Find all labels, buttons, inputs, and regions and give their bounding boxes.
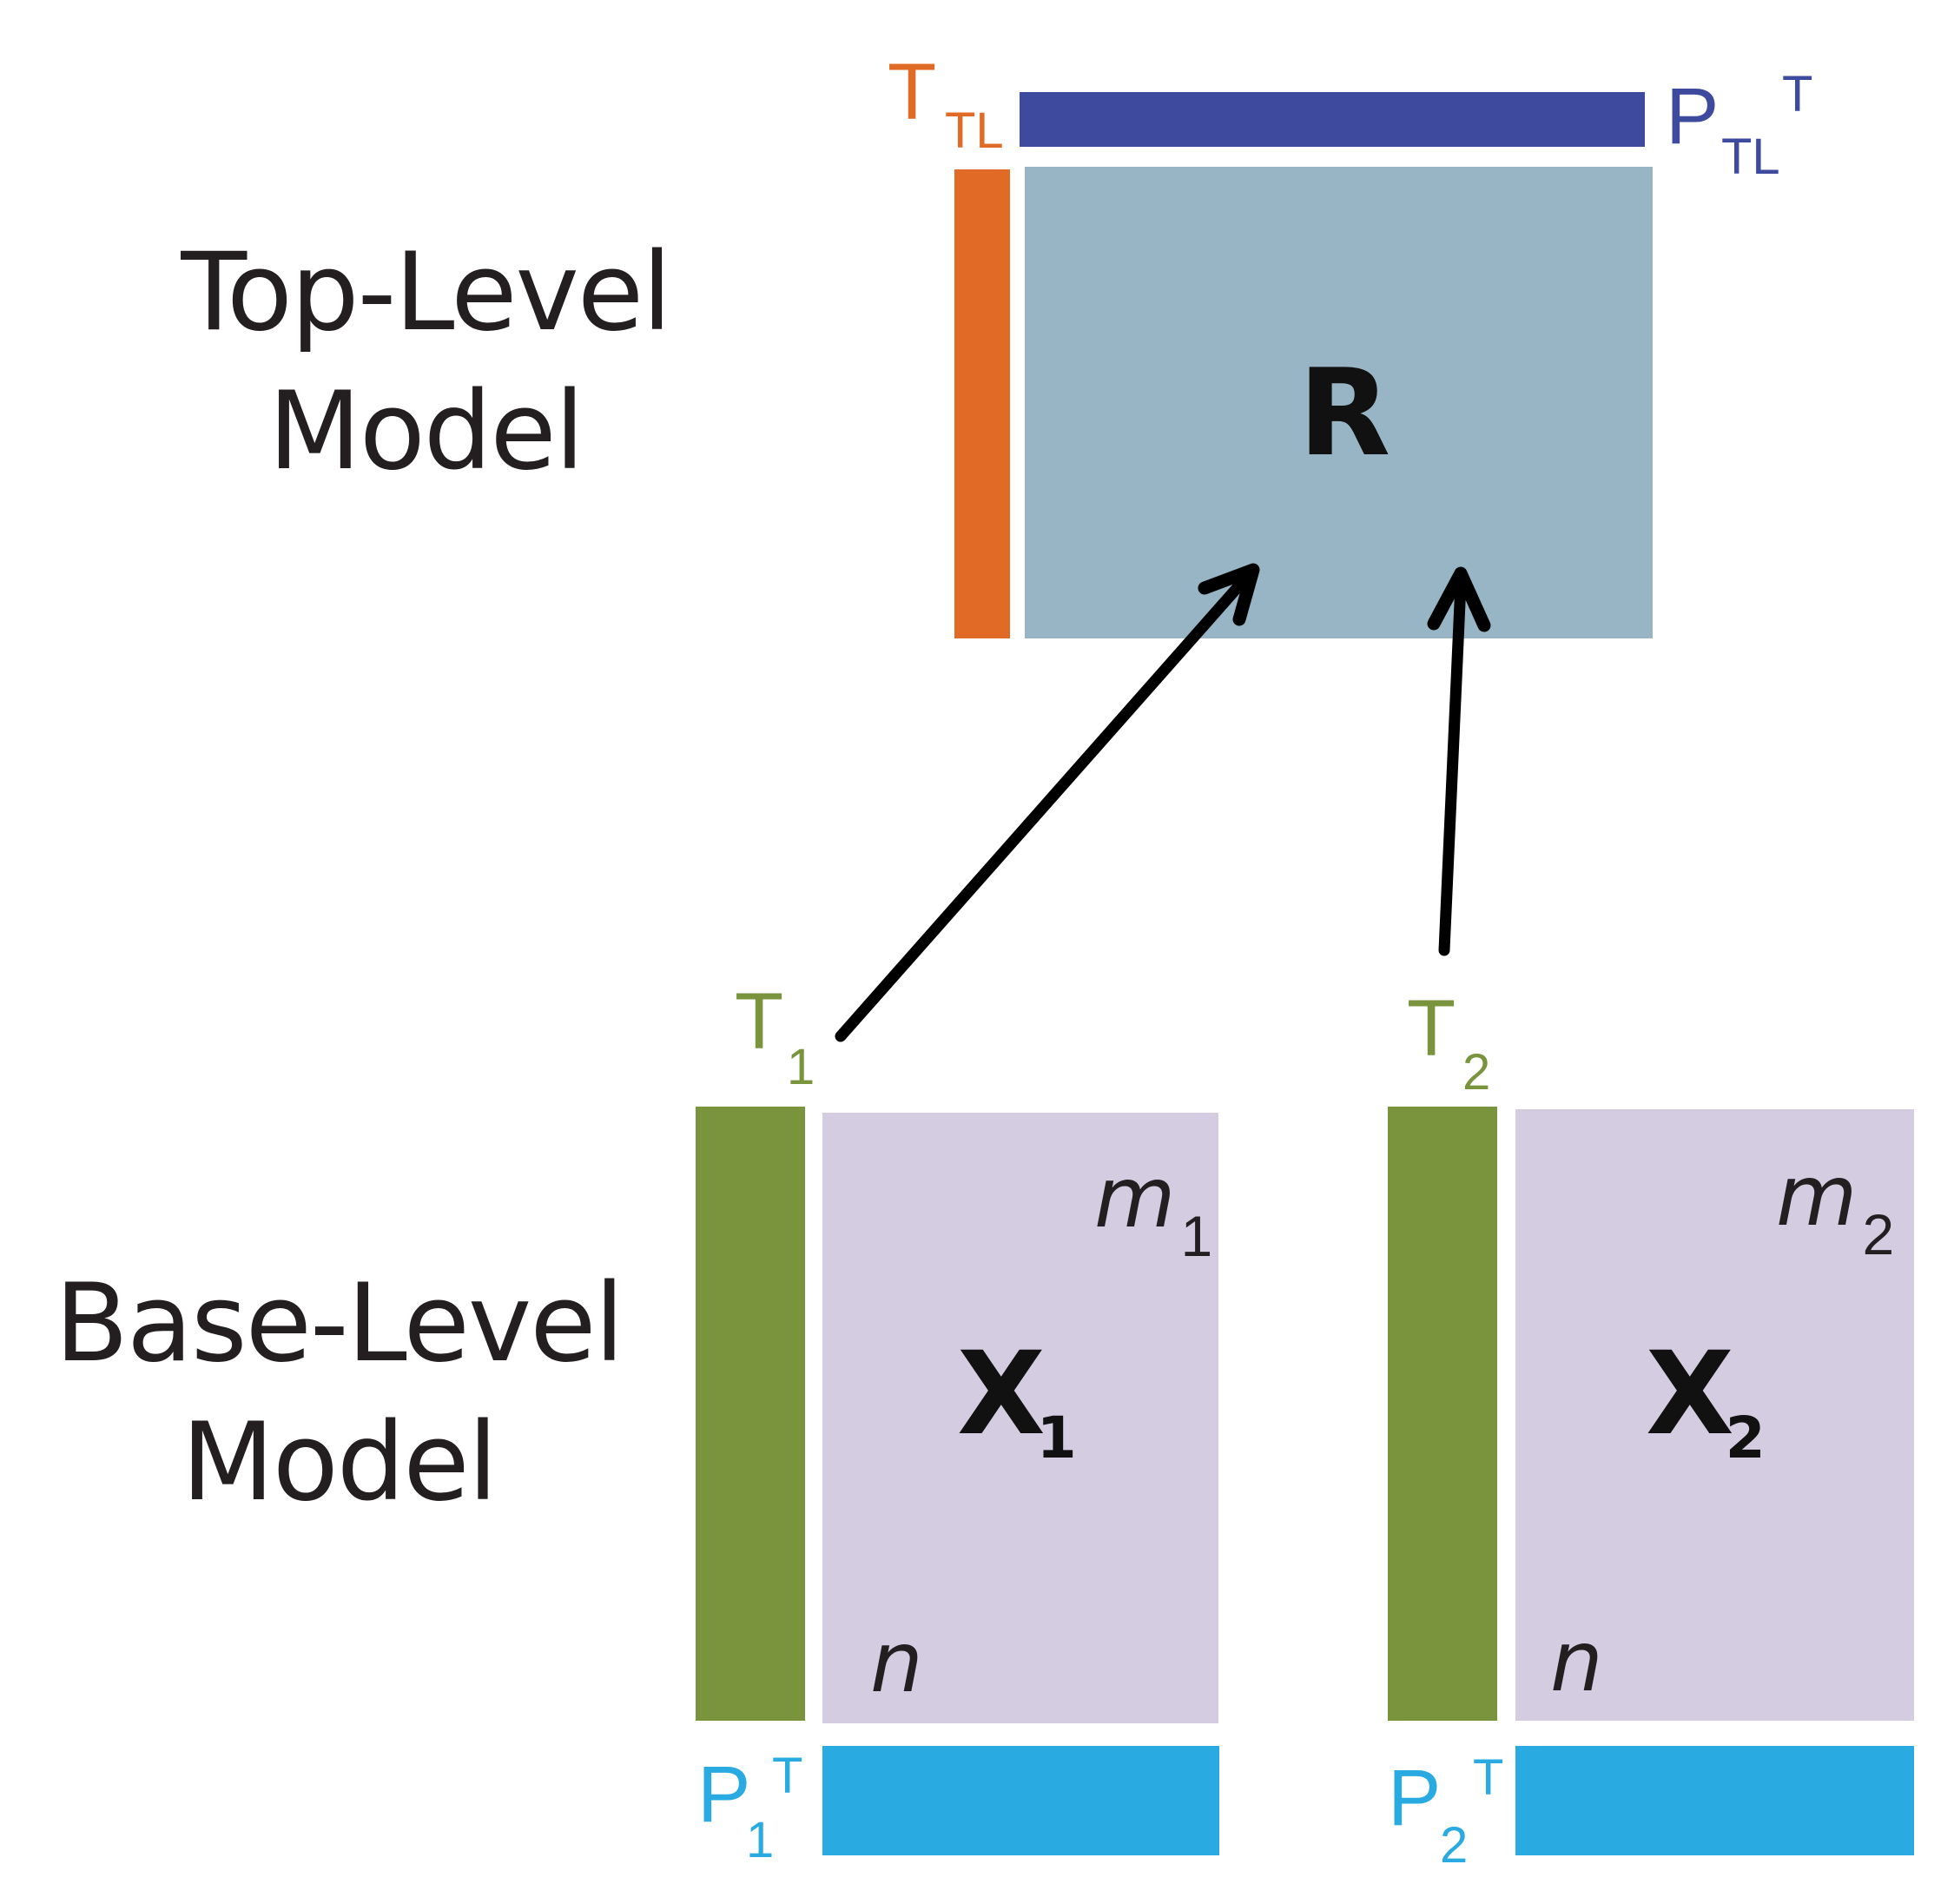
arrow-t2-to-r-head (1427, 566, 1491, 632)
base1-data-matrix-label: X1 (957, 1337, 1077, 1467)
top-loadings-superscript: T (1782, 66, 1813, 122)
base-level-label: Base-Level Model (35, 1270, 643, 1517)
top-scores-symbol: T (888, 48, 937, 136)
base1-columns-symbol: m (1094, 1149, 1176, 1246)
arrow-t1-to-r-shaft (835, 572, 1252, 1042)
base2-scores-bar (1388, 1107, 1497, 1721)
residual-matrix-label: R (1298, 343, 1391, 483)
base2-loadings-symbol: P (1388, 1754, 1442, 1842)
top-loadings-subscript: TL (1721, 129, 1780, 185)
base1-scores-subscript: 1 (787, 1039, 815, 1095)
top-loadings-bar (1020, 92, 1645, 147)
base2-data-matrix-subscript: 2 (1725, 1405, 1766, 1471)
base2-loadings-bar (1515, 1746, 1914, 1855)
top-scores-label: T TL (888, 52, 1004, 156)
top-level-label-line2: Model (267, 369, 584, 494)
base2-scores-symbol: T (1407, 984, 1456, 1073)
base1-scores-label: T 1 (735, 982, 815, 1093)
base2-loadings-label: P 2 T (1388, 1753, 1503, 1871)
base1-loadings-subscript: 1 (746, 1812, 775, 1868)
base1-data-matrix-subscript: 1 (1036, 1405, 1077, 1471)
top-scores-bar (954, 169, 1010, 638)
top-level-label-line1: Top-Level (181, 230, 671, 355)
base1-data-matrix-block: m1 X1 n (822, 1113, 1218, 1723)
base2-data-matrix-block: m2 X2 n (1515, 1109, 1914, 1721)
base-level-label-line1: Base-Level (54, 1261, 624, 1386)
arrow-t1-to-r-head (1198, 563, 1260, 626)
base-level-label-line2: Model (181, 1400, 498, 1525)
base1-loadings-superscript: T (772, 1748, 803, 1804)
base1-loadings-symbol: P (697, 1750, 751, 1839)
base1-scores-symbol: T (735, 977, 784, 1066)
base2-scores-subscript: 2 (1462, 1044, 1491, 1101)
base2-loadings-subscript: 2 (1440, 1817, 1469, 1874)
base1-rows-label: n (870, 1614, 923, 1711)
base2-data-matrix-label: X2 (1646, 1337, 1766, 1467)
top-level-label: Top-Level Model (130, 239, 721, 486)
base2-rows-label: n (1550, 1613, 1603, 1710)
arrow-t2-to-r-shaft (1438, 578, 1467, 956)
base1-columns-label: m1 (1094, 1156, 1212, 1265)
base2-data-matrix-symbol: X (1646, 1327, 1734, 1461)
top-scores-subscript: TL (945, 102, 1004, 159)
base1-columns-subscript: 1 (1180, 1204, 1213, 1268)
base2-scores-label: T 2 (1407, 988, 1490, 1098)
arrow-t1-to-r (835, 563, 1260, 1042)
base1-loadings-label: P 1 T (697, 1751, 802, 1866)
base2-columns-subscript: 2 (1862, 1202, 1895, 1266)
residual-matrix-block: R (1025, 167, 1653, 638)
top-loadings-label: P TL T (1666, 69, 1812, 182)
base1-loadings-bar (822, 1746, 1219, 1855)
base2-loadings-superscript: T (1473, 1749, 1504, 1806)
base1-data-matrix-symbol: X (957, 1327, 1046, 1461)
base2-columns-symbol: m (1776, 1147, 1858, 1245)
top-loadings-symbol: P (1666, 72, 1720, 161)
base1-scores-bar (696, 1107, 805, 1721)
base2-columns-label: m2 (1776, 1154, 1894, 1263)
arrow-t2-to-r (1427, 566, 1491, 956)
